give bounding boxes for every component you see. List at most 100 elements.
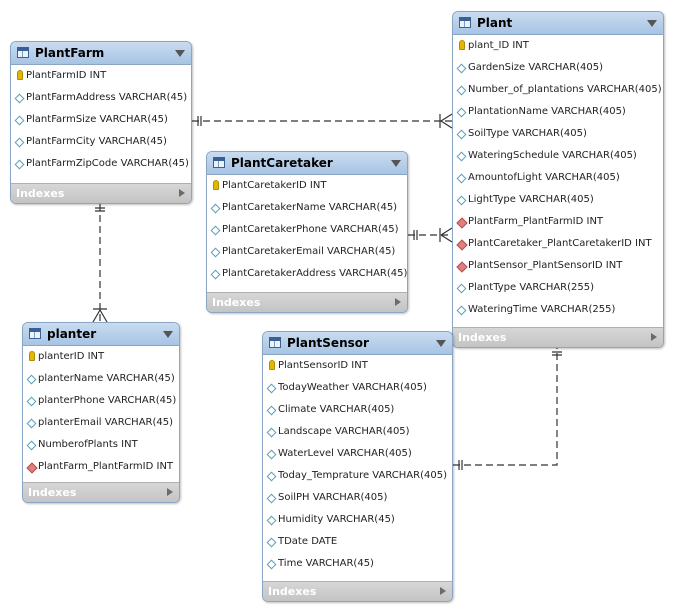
- column-row[interactable]: planterName VARCHAR(45): [23, 368, 179, 390]
- indexes-bar[interactable]: Indexes: [11, 183, 191, 203]
- column-row[interactable]: planterEmail VARCHAR(45): [23, 412, 179, 434]
- column-label: PlantCaretakerID INT: [222, 180, 327, 191]
- column-row[interactable]: PlantFarm_PlantFarmID INT: [23, 456, 179, 478]
- attribute-diamond-icon: [266, 515, 277, 526]
- column-row[interactable]: PlantationName VARCHAR(405): [453, 101, 663, 123]
- expand-arrow-icon[interactable]: [179, 189, 185, 197]
- collapse-arrow-icon[interactable]: [647, 20, 657, 27]
- table-planter[interactable]: planter planterID INT planterName VARCHA…: [22, 322, 180, 503]
- column-row[interactable]: PlantCaretakerEmail VARCHAR(45): [207, 241, 407, 263]
- column-label: PlantSensor_PlantSensorID INT: [468, 260, 623, 271]
- expand-arrow-icon[interactable]: [167, 488, 173, 496]
- column-row[interactable]: Number_of_plantations VARCHAR(405): [453, 79, 663, 101]
- column-label: TodayWeather VARCHAR(405): [278, 382, 427, 393]
- column-row[interactable]: PlantSensorID INT: [263, 355, 452, 377]
- column-label: planterPhone VARCHAR(45): [38, 395, 177, 406]
- column-label: Number_of_plantations VARCHAR(405): [468, 84, 662, 95]
- attribute-diamond-icon: [266, 537, 277, 548]
- column-row[interactable]: Humidity VARCHAR(45): [263, 509, 452, 531]
- indexes-bar[interactable]: Indexes: [263, 581, 452, 601]
- table-header[interactable]: Plant: [453, 12, 663, 35]
- expand-arrow-icon[interactable]: [651, 333, 657, 341]
- column-row[interactable]: Climate VARCHAR(405): [263, 399, 452, 421]
- collapse-arrow-icon[interactable]: [175, 50, 185, 57]
- column-row[interactable]: LightType VARCHAR(405): [453, 189, 663, 211]
- indexes-bar[interactable]: Indexes: [23, 482, 179, 502]
- table-header[interactable]: PlantCaretaker: [207, 152, 407, 175]
- primary-key-icon: [213, 180, 219, 190]
- table-header[interactable]: PlantFarm: [11, 42, 191, 65]
- column-label: TDate DATE: [278, 536, 338, 547]
- table-plantcaretaker[interactable]: PlantCaretaker PlantCaretakerID INT Plan…: [206, 151, 408, 313]
- column-row[interactable]: PlantFarmCity VARCHAR(45): [11, 131, 191, 153]
- one-marker: [197, 116, 202, 126]
- column-row[interactable]: PlantFarm_PlantFarmID INT: [453, 211, 663, 233]
- column-label: PlantSensorID INT: [278, 360, 368, 371]
- table-icon: [213, 157, 225, 168]
- collapse-arrow-icon[interactable]: [163, 331, 173, 338]
- column-label: PlantFarmAddress VARCHAR(45): [26, 92, 188, 103]
- many-marker: [439, 227, 453, 243]
- column-row[interactable]: Landscape VARCHAR(405): [263, 421, 452, 443]
- column-row[interactable]: WaterLevel VARCHAR(405): [263, 443, 452, 465]
- column-label: PlantCaretakerName VARCHAR(45): [222, 202, 398, 213]
- column-label: plant_ID INT: [468, 40, 529, 51]
- column-row[interactable]: Time VARCHAR(45): [263, 553, 452, 575]
- column-row[interactable]: PlantSensor_PlantSensorID INT: [453, 255, 663, 277]
- table-header[interactable]: planter: [23, 323, 179, 346]
- column-row[interactable]: GardenSize VARCHAR(405): [453, 57, 663, 79]
- column-row[interactable]: SoilType VARCHAR(405): [453, 123, 663, 145]
- table-plantsensor[interactable]: PlantSensor PlantSensorID INT TodayWeath…: [262, 331, 453, 602]
- column-row[interactable]: PlantFarmSize VARCHAR(45): [11, 109, 191, 131]
- column-row[interactable]: PlantCaretakerAddress VARCHAR(45): [207, 263, 407, 285]
- collapse-arrow-icon[interactable]: [391, 160, 401, 167]
- column-row[interactable]: PlantCaretakerPhone VARCHAR(45): [207, 219, 407, 241]
- column-row[interactable]: PlantCaretaker_PlantCaretakerID INT: [453, 233, 663, 255]
- column-row[interactable]: PlantCaretakerName VARCHAR(45): [207, 197, 407, 219]
- column-row[interactable]: TodayWeather VARCHAR(405): [263, 377, 452, 399]
- expand-arrow-icon[interactable]: [395, 298, 401, 306]
- column-row[interactable]: AmountofLight VARCHAR(405): [453, 167, 663, 189]
- one-marker: [413, 230, 418, 240]
- column-label: planterEmail VARCHAR(45): [38, 417, 174, 428]
- column-row[interactable]: WateringTime VARCHAR(255): [453, 299, 663, 321]
- indexes-bar[interactable]: Indexes: [207, 292, 407, 312]
- indexes-bar[interactable]: Indexes: [453, 327, 663, 347]
- column-row[interactable]: WateringSchedule VARCHAR(405): [453, 145, 663, 167]
- column-row[interactable]: PlantFarmID INT: [11, 65, 191, 87]
- table-header[interactable]: PlantSensor: [263, 332, 452, 355]
- table-icon: [459, 17, 471, 28]
- expand-arrow-icon[interactable]: [440, 587, 446, 595]
- attribute-diamond-icon: [14, 115, 25, 126]
- column-row[interactable]: Today_Temprature VARCHAR(405): [263, 465, 452, 487]
- column-label: GardenSize VARCHAR(405): [468, 62, 604, 73]
- attribute-diamond-icon: [456, 129, 467, 140]
- attribute-diamond-icon: [456, 305, 467, 316]
- attribute-diamond-icon: [266, 449, 277, 460]
- column-label: PlantCaretakerEmail VARCHAR(45): [222, 246, 396, 257]
- column-row[interactable]: PlantType VARCHAR(255): [453, 277, 663, 299]
- column-label: PlantFarm_PlantFarmID INT: [38, 461, 174, 472]
- column-row[interactable]: PlantFarmAddress VARCHAR(45): [11, 87, 191, 109]
- column-row[interactable]: PlantFarmZipCode VARCHAR(45): [11, 153, 191, 175]
- column-row[interactable]: PlantCaretakerID INT: [207, 175, 407, 197]
- column-label: AmountofLight VARCHAR(405): [468, 172, 620, 183]
- table-plant[interactable]: Plant plant_ID INT GardenSize VARCHAR(40…: [452, 11, 664, 348]
- column-row[interactable]: plant_ID INT: [453, 35, 663, 57]
- column-row[interactable]: planterPhone VARCHAR(45): [23, 390, 179, 412]
- attribute-diamond-icon: [210, 225, 221, 236]
- many-marker: [439, 113, 453, 129]
- table-plantfarm[interactable]: PlantFarm PlantFarmID INT PlantFarmAddre…: [10, 41, 192, 204]
- attribute-diamond-icon: [266, 493, 277, 504]
- column-row[interactable]: SoilPH VARCHAR(405): [263, 487, 452, 509]
- column-label: PlantationName VARCHAR(405): [468, 106, 626, 117]
- column-row[interactable]: planterID INT: [23, 346, 179, 368]
- table-icon: [269, 337, 281, 348]
- indexes-label: Indexes: [458, 331, 507, 344]
- collapse-arrow-icon[interactable]: [436, 340, 446, 347]
- column-label: Climate VARCHAR(405): [278, 404, 395, 415]
- indexes-label: Indexes: [212, 296, 261, 309]
- column-row[interactable]: TDate DATE: [263, 531, 452, 553]
- column-row[interactable]: NumberofPlants INT: [23, 434, 179, 456]
- column-label: PlantCaretaker_PlantCaretakerID INT: [468, 238, 652, 249]
